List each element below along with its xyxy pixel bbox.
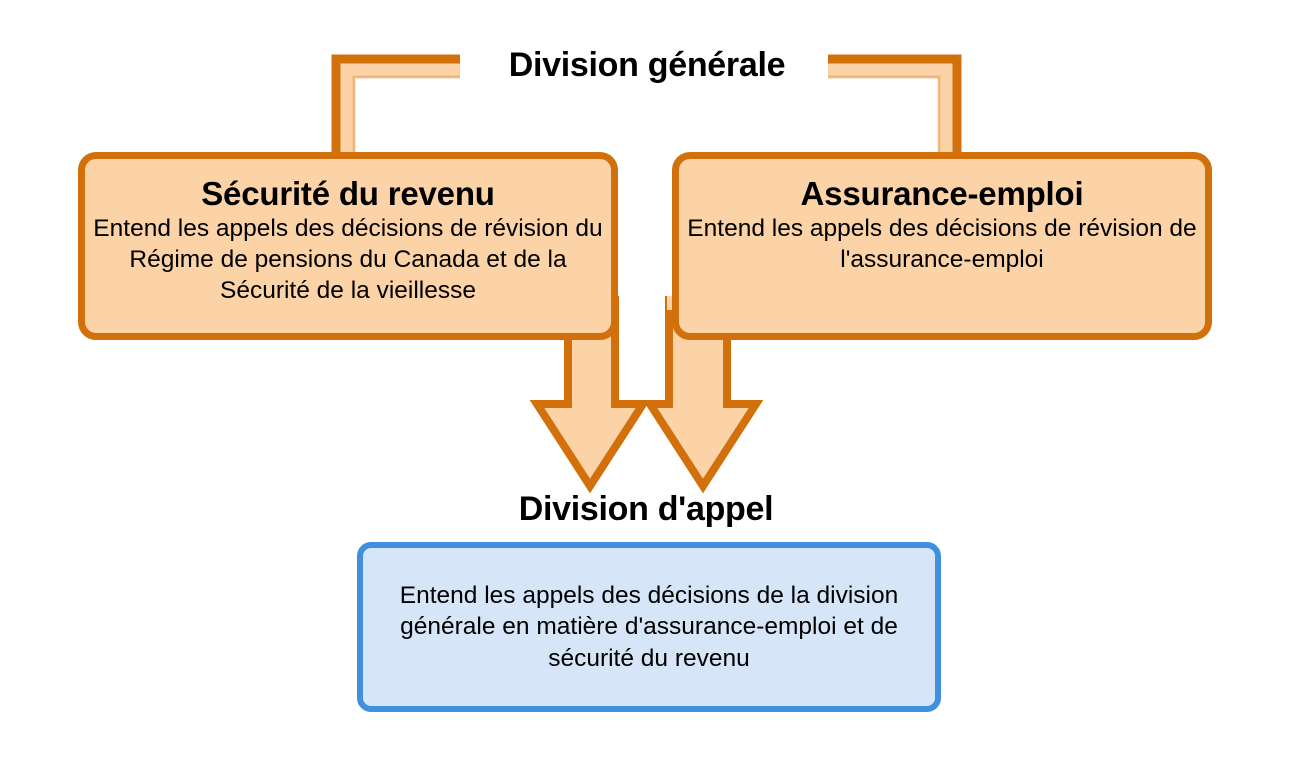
node-body-division-appel: Entend les appels des décisions de la di…	[399, 582, 899, 672]
connector-top-left-innerline	[352, 75, 460, 160]
connector-top-right-innerline	[828, 75, 941, 160]
node-securite-du-revenu[interactable]: Sécurité du revenu Entend les appels des…	[78, 152, 618, 340]
node-body-securite-du-revenu: Entend les appels des décisions de révis…	[93, 214, 603, 305]
node-title-assurance-emploi: Assurance-emploi	[800, 175, 1084, 212]
division-appel-label: Division d'appel	[518, 490, 774, 528]
node-assurance-emploi[interactable]: Assurance-emploi Entend les appels des d…	[672, 152, 1212, 340]
node-division-appel[interactable]: Entend les appels des décisions de la di…	[357, 542, 941, 712]
division-generale-label: Division générale	[492, 47, 802, 84]
page-title-division-appel: Division d'appel	[350, 490, 942, 528]
page-title-division-generale: Division générale	[0, 47, 1294, 84]
node-body-assurance-emploi: Entend les appels des décisions de révis…	[687, 214, 1197, 274]
node-title-securite-du-revenu: Sécurité du revenu	[201, 175, 495, 212]
